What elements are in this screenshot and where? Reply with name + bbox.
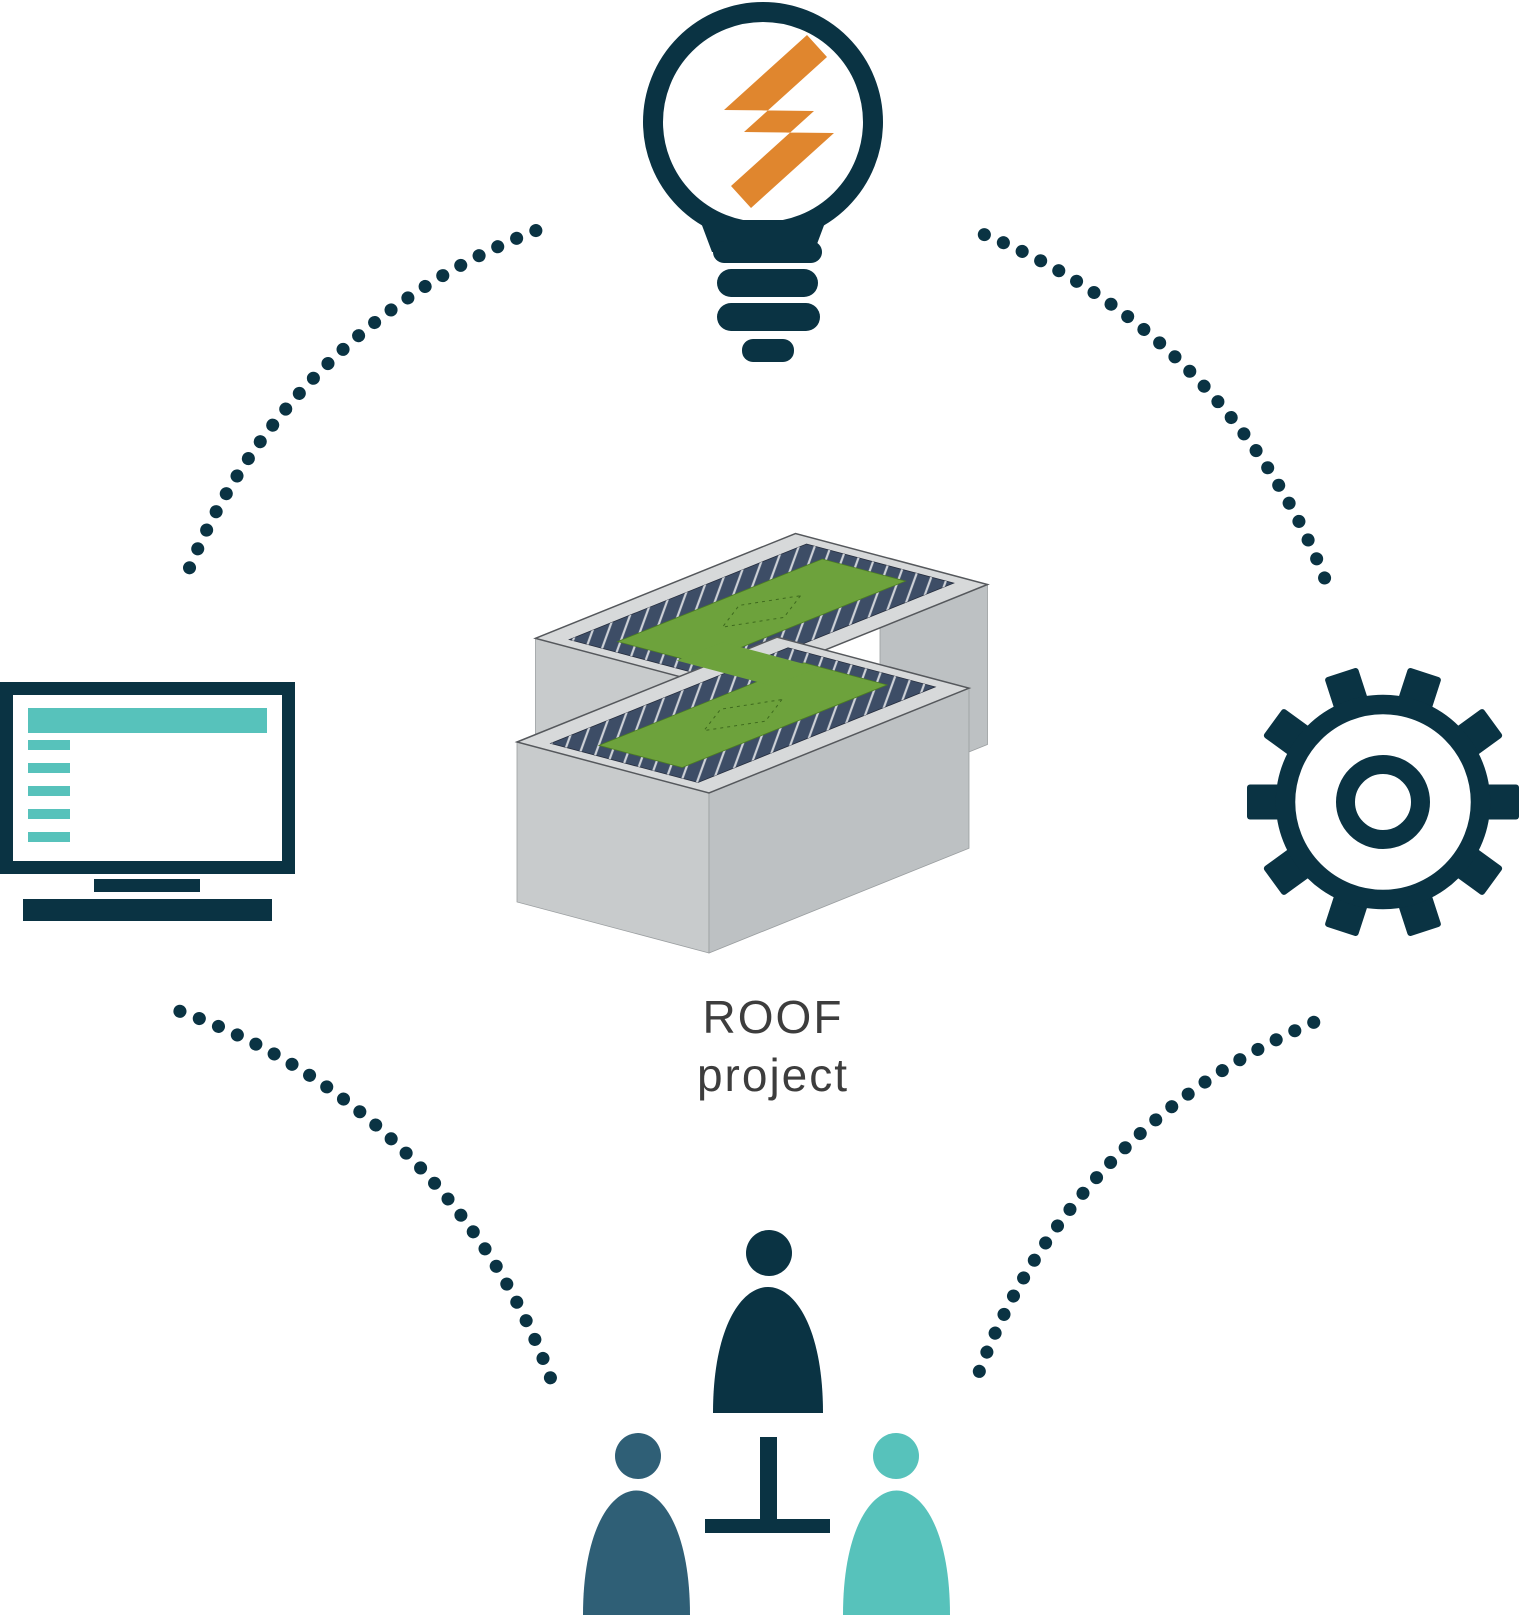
dotted-arc-bottom-left xyxy=(173,1004,558,1386)
computer-monitor-icon xyxy=(0,682,295,921)
project-title-line1: ROOF xyxy=(703,991,844,1043)
bulb-base-tip xyxy=(742,339,794,362)
person-body xyxy=(583,1490,690,1615)
person-body xyxy=(713,1287,823,1413)
screen-list-bar xyxy=(28,763,70,773)
project-title: ROOF project xyxy=(697,991,849,1101)
lightning-bolt-icon xyxy=(724,35,834,208)
roof-green-bridge xyxy=(676,642,819,686)
person-body xyxy=(843,1490,950,1615)
building-front-block xyxy=(514,636,972,954)
monitor-base xyxy=(23,899,272,921)
dotted-circle xyxy=(173,220,1335,1386)
gear-icon xyxy=(1247,668,1519,936)
gear-ring xyxy=(1275,694,1491,910)
person-head xyxy=(746,1230,792,1276)
screen-list-bar xyxy=(28,786,70,796)
screen-list-bar xyxy=(28,809,70,819)
people-meeting-icon xyxy=(583,1230,950,1615)
gear-hub xyxy=(1336,755,1430,849)
green-roof-building-illustration xyxy=(514,532,990,954)
person-head xyxy=(615,1433,661,1479)
energy-lightbulb-icon xyxy=(643,2,883,362)
screen-list-bar xyxy=(28,740,70,750)
dotted-arc-top-left xyxy=(183,220,553,575)
person-left xyxy=(583,1433,690,1615)
bulb-screw-bar xyxy=(717,269,818,297)
meeting-table xyxy=(705,1437,830,1533)
bulb-screw-bar xyxy=(713,241,822,263)
person-right xyxy=(843,1433,950,1615)
dotted-arc-top-right xyxy=(977,228,1335,595)
project-title-line2: project xyxy=(697,1049,849,1101)
bulb-screw-bar xyxy=(717,303,820,331)
person-head xyxy=(873,1433,919,1479)
dotted-arc-bottom-right xyxy=(972,1009,1335,1378)
monitor-stand xyxy=(94,879,200,892)
screen-list-bar xyxy=(28,832,70,842)
screen-header-bar xyxy=(28,708,267,733)
person-top xyxy=(713,1230,823,1413)
